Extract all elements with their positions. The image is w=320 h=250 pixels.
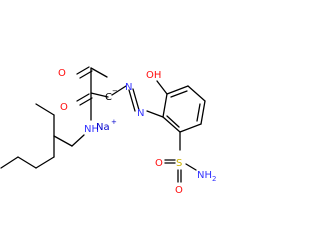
sulfonamide-nh2-label: NH2 — [197, 170, 216, 183]
amide-oxygen-label: O — [60, 102, 68, 113]
butyl-bond-2 — [35, 156, 55, 169]
ring-double-2 — [196, 103, 201, 122]
butyl-bond-3 — [17, 156, 37, 169]
ketone-oxygen-label: O — [58, 68, 66, 79]
azo-nitrogen-2-label: N — [137, 108, 144, 119]
sulfonyl-oxygen-1-label: O — [155, 158, 163, 169]
amide-nh-label: NH — [84, 124, 99, 135]
hydroxyl-label: OH — [146, 70, 161, 81]
ring-bond-4 — [200, 100, 206, 125]
azo-nitrogen-1-label: N — [125, 82, 132, 93]
amide-o-bond-b — [79, 97, 93, 106]
sulfur-label: S — [176, 158, 182, 169]
methyl-bond — [90, 67, 108, 78]
sulfonyl-oxygen-2-label: O — [175, 185, 183, 196]
c-n-bond — [111, 85, 127, 96]
ring-double-1 — [170, 90, 188, 98]
structure-canvas: O C − N N OH O NH Na + S O O NH2 — [0, 66, 216, 196]
ketone-bond-a — [76, 66, 90, 75]
sodium-label: Na — [96, 122, 110, 133]
ring-bond-5 — [179, 123, 202, 133]
molecule-structure: O C − N N OH O NH Na + S O O NH2 — [0, 66, 216, 196]
azo-bond-a — [128, 89, 136, 112]
s-n-bond — [185, 163, 197, 171]
ethyl-bond-2 — [35, 103, 55, 116]
ring-bond-6 — [162, 116, 181, 133]
sodium-charge: + — [111, 118, 117, 126]
amide-c-bond — [90, 92, 109, 98]
butyl-bond-4 — [0, 156, 19, 169]
nch2-bond — [71, 134, 85, 147]
carbanion-carbon-label: C — [105, 92, 112, 103]
ch2-ch-bond — [53, 135, 73, 147]
carbanion-charge: − — [112, 87, 118, 95]
ring-double-3 — [166, 115, 180, 128]
oh-bond — [156, 80, 168, 95]
amide-o-bond-a — [76, 93, 90, 102]
azo-bond-b — [132, 88, 140, 111]
ring-bond-3 — [187, 85, 206, 102]
n-ring-bond — [146, 110, 164, 118]
bonds — [0, 66, 206, 183]
ketone-bond-b — [79, 70, 93, 79]
ring-bond-2 — [166, 85, 189, 95]
ring-bond-1 — [162, 93, 168, 118]
